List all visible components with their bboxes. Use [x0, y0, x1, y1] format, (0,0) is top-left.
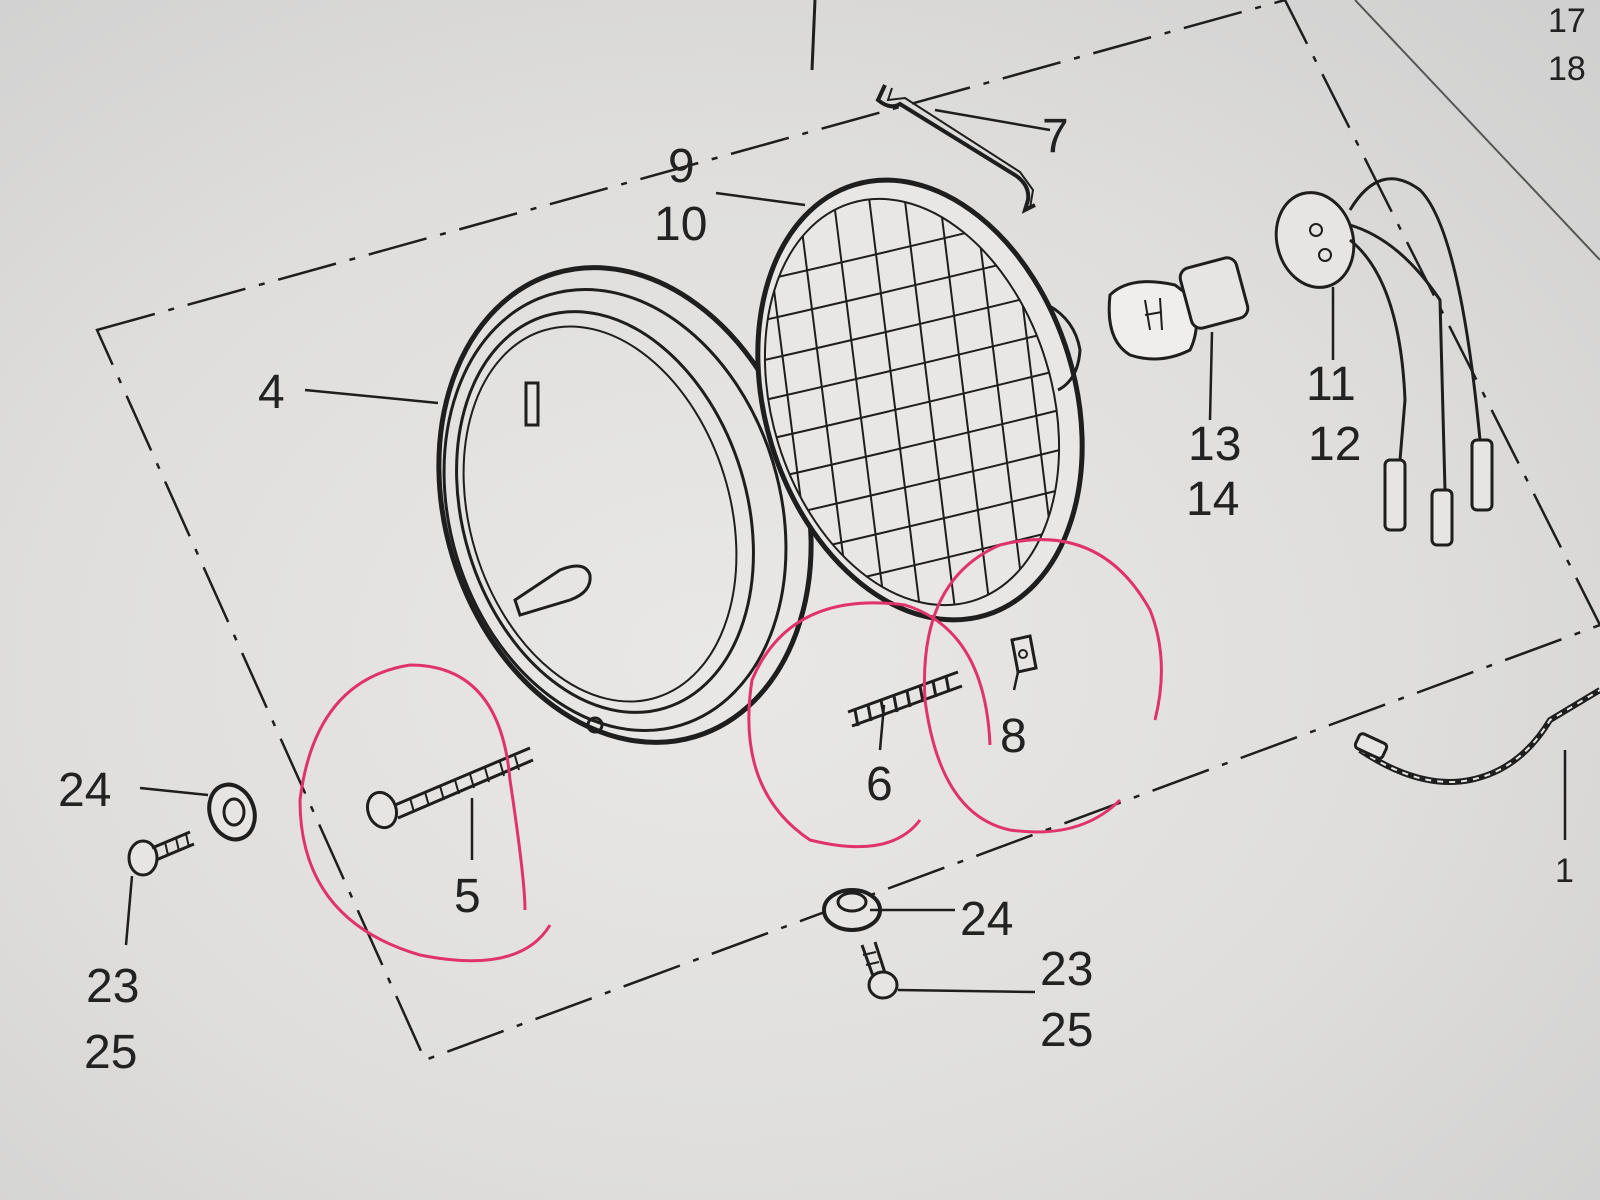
- callout-14: 14: [1186, 473, 1239, 526]
- partition-line: [810, 0, 817, 71]
- callout-7: 7: [1042, 110, 1069, 163]
- adjusting-screw: [365, 746, 534, 830]
- bulb: [1107, 256, 1250, 361]
- callout-24-bottom: 24: [960, 893, 1013, 946]
- callout-23-bottom: 23: [1040, 943, 1093, 996]
- callout-9: 9: [668, 140, 695, 193]
- wire-harness: [1353, 687, 1600, 785]
- leader-lines: [124, 108, 1567, 994]
- callout-5: 5: [454, 870, 481, 923]
- callout-25-bottom: 25: [1040, 1004, 1093, 1057]
- callout-6: 6: [866, 758, 893, 811]
- callout-1: 1: [1555, 852, 1574, 890]
- screw-left: [127, 830, 195, 877]
- nut-clip: [1010, 634, 1038, 674]
- red-circle-screw-5: [298, 663, 552, 963]
- callout-8: 8: [1000, 710, 1027, 763]
- retaining-wire: [875, 84, 1036, 214]
- screw-bottom: [860, 941, 899, 1000]
- callout-13: 13: [1188, 418, 1241, 471]
- grommet-left: [207, 782, 257, 842]
- callout-10: 10: [654, 198, 707, 251]
- red-circle-clip-8: [922, 538, 1163, 834]
- callout-24-left: 24: [58, 764, 111, 817]
- callout-11: 11: [1306, 358, 1356, 411]
- callout-4: 4: [258, 366, 285, 419]
- spring: [847, 670, 963, 728]
- sealed-beam-unit: [719, 162, 1101, 642]
- bulb-socket: [1274, 177, 1494, 547]
- callout-17: 17: [1548, 2, 1586, 40]
- headlight-rim: [436, 265, 814, 745]
- page-edge-line: [1354, 0, 1600, 261]
- callout-12: 12: [1308, 418, 1361, 471]
- red-annotations: [298, 538, 1163, 963]
- retaining-wire-outline: [886, 87, 1035, 209]
- callout-25-left: 25: [84, 1026, 137, 1079]
- red-circle-spring-6: [747, 601, 992, 849]
- callout-18: 18: [1548, 50, 1586, 88]
- callout-23-left: 23: [86, 960, 139, 1013]
